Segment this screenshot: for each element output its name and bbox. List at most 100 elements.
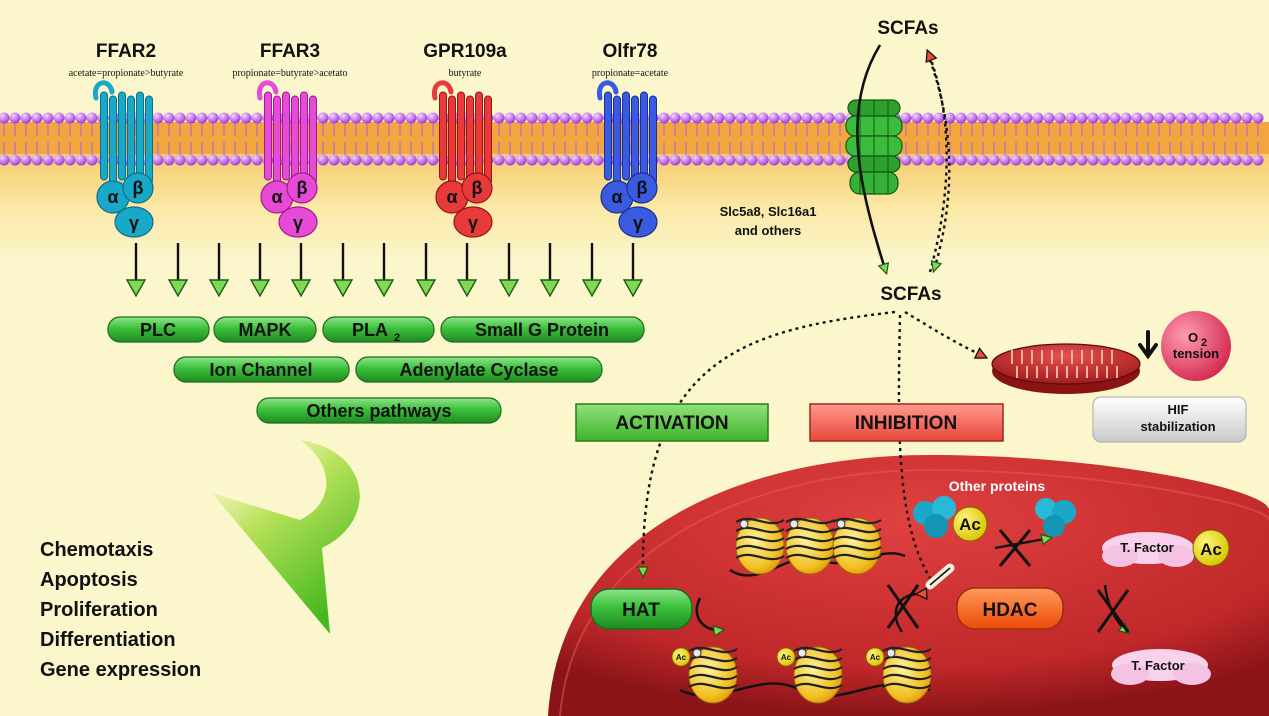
pathway-pills: PLC MAPK PLA 2 Small G Protein Ion Chann… [107, 316, 645, 424]
g-gamma-subunit [453, 206, 493, 238]
outcome-item: Differentiation [40, 629, 176, 651]
g-beta-subunit [122, 172, 154, 204]
lipid-head-inner [823, 154, 835, 166]
lipid-head-inner [669, 154, 681, 166]
hat-label: HAT [622, 600, 660, 621]
lipid-head-outer [218, 112, 230, 124]
lipid-head-inner [163, 154, 175, 166]
receptor-helix [448, 95, 456, 185]
pathway-plc-label: PLC [140, 320, 176, 340]
lipid-head-inner [1087, 154, 1099, 166]
hif-label-line2: stabilization [1140, 419, 1215, 434]
lipid-head-outer [801, 112, 813, 124]
lipid-head-inner [317, 154, 329, 166]
arrowhead-icon [498, 279, 520, 298]
lipid-head-inner [339, 154, 351, 166]
g-beta-label: β [297, 178, 308, 198]
lipid-head-inner [1241, 154, 1253, 166]
nucleosome-acetylated: Ac [865, 646, 932, 704]
lipid-head-inner [1109, 154, 1121, 166]
inhibition-label: INHIBITION [855, 413, 957, 434]
pathway-pla-subscript: 2 [394, 332, 400, 344]
other-protein-deacetylated [1035, 498, 1076, 537]
lipid-head-inner [900, 154, 912, 166]
lipid-head-inner [20, 154, 32, 166]
t-factor-acetylated: T. Factor Ac [1102, 529, 1230, 567]
lipid-head-outer [163, 112, 175, 124]
lipid-head-outer [1164, 112, 1176, 124]
receptor-ligand-order: propionate=butyrate>acetato [232, 68, 347, 79]
receptor-helix [136, 91, 144, 181]
lipid-head-outer [1032, 112, 1044, 124]
lipid-head-outer [526, 112, 538, 124]
nucleosome-acetylated: Ac [671, 646, 738, 704]
hdac-label: HDAC [983, 600, 1038, 621]
arrowhead-icon [581, 279, 603, 298]
lipid-head-outer [1076, 112, 1088, 124]
lipid-head-inner [922, 154, 934, 166]
receptor-helix [622, 91, 630, 181]
g-gamma-label: γ [468, 213, 478, 233]
pathway-pla2: PLA 2 [322, 316, 435, 344]
receptor-helix [466, 95, 474, 185]
lipid-head-inner [537, 154, 549, 166]
lipid-head-outer [1098, 112, 1110, 124]
lipid-head-outer [944, 112, 956, 124]
lipid-head-inner [207, 154, 219, 166]
transport-arrows [856, 44, 951, 272]
lipid-head-outer [1131, 112, 1143, 124]
lipid-head-outer [1054, 112, 1066, 124]
cross-icon [1096, 589, 1130, 633]
outcome-item: Proliferation [40, 599, 158, 621]
lipid-head-inner [570, 154, 582, 166]
acetyl-label: Ac [959, 515, 981, 534]
lipid-head-inner [405, 154, 417, 166]
blocked-deacetylation-arrows [886, 529, 1130, 633]
hif-label-line1: HIF [1168, 402, 1189, 417]
lipid-head-inner [174, 154, 186, 166]
lipid-head-inner [790, 154, 802, 166]
lipid-head-inner [394, 154, 406, 166]
lipid-head-outer [372, 112, 384, 124]
lipid-head-outer [1208, 112, 1220, 124]
lipid-head-inner [372, 154, 384, 166]
lipid-head-inner [64, 154, 76, 166]
lipid-head-outer [1241, 112, 1253, 124]
lipid-head-outer [592, 112, 604, 124]
lipid-head-outer [427, 112, 439, 124]
lipid-head-outer [1021, 112, 1033, 124]
g-gamma-subunit [278, 206, 318, 238]
cross-icon [886, 584, 920, 629]
lipid-head-outer [317, 112, 329, 124]
nucleosome [785, 517, 835, 575]
lipid-head-outer [504, 112, 516, 124]
lipid-head-outer [240, 112, 252, 124]
lipid-head-inner [911, 154, 923, 166]
lipid-head-inner [42, 154, 54, 166]
receptor-helix [264, 91, 272, 181]
lipid-head-inner [1252, 154, 1264, 166]
lipid-head-inner [361, 154, 373, 166]
hat-acetylation-arrow [695, 597, 722, 630]
lipid-head-outer [196, 112, 208, 124]
lipid-head-inner [218, 154, 230, 166]
mitochondrion [991, 343, 1141, 394]
lipid-head-inner [724, 154, 736, 166]
scfa-transporter [845, 99, 903, 195]
lipid-head-outer [328, 112, 340, 124]
lipid-head-outer [988, 112, 1000, 124]
scfa-outside-label: SCFAs [877, 18, 938, 39]
lipid-head-outer [1065, 112, 1077, 124]
lipid-head-inner [977, 154, 989, 166]
lipid-head-inner [1076, 154, 1088, 166]
scfa-inside-label: SCFAs [880, 284, 941, 305]
lipid-head-outer [1230, 112, 1242, 124]
lipid-head-inner [1197, 154, 1209, 166]
transporter-label-line2: and others [735, 223, 801, 238]
lipid-head-outer [1252, 112, 1264, 124]
lipid-head-outer [64, 112, 76, 124]
lipid-head-outer [537, 112, 549, 124]
